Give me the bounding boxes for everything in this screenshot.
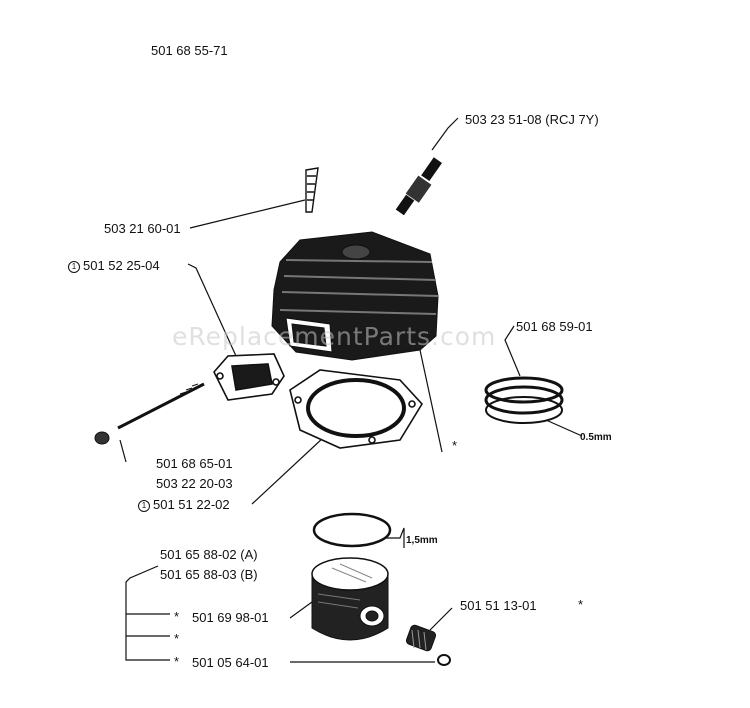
cylinder-screw [305, 167, 319, 213]
needle-bearing [405, 624, 437, 652]
nut [94, 431, 110, 445]
assembly-number: 501 68 55-71 [151, 43, 228, 58]
piston [311, 557, 389, 641]
ring-gap-leader [545, 419, 583, 437]
leader-stud [119, 439, 127, 463]
label-ring-set: 501 68 59-01 [516, 319, 593, 334]
label-spark-plug: 503 23 51-08 (RCJ 7Y) [465, 112, 599, 127]
leader-piston-pin [289, 601, 313, 619]
watermark: eReplacementParts.com [172, 322, 497, 351]
label-piston-pin: 501 69 98-01 [192, 610, 269, 625]
label-star-3: * [174, 654, 180, 669]
note-circle-icon: 1 [68, 261, 80, 273]
label-piston-b: 501 65 88-03 (B) [160, 567, 258, 582]
label-cylinder-asterisk: * [452, 438, 458, 453]
cylinder [271, 231, 439, 361]
label-screw: 503 21 60-01 [104, 221, 181, 236]
piston-ring-set [484, 376, 564, 424]
label-star-1: * [174, 609, 180, 624]
circlip [437, 654, 451, 666]
exhaust-gasket [213, 353, 285, 401]
leader-screw [189, 199, 306, 229]
label-circlip: 501 05 64-01 [192, 655, 269, 670]
label-bearing: 501 51 13-01 [460, 598, 537, 613]
cylinder-gasket [289, 369, 423, 449]
label-nut: 503 22 20-03 [156, 476, 233, 491]
stud-bolt [117, 382, 205, 430]
leader-ring-set [504, 325, 521, 377]
leader-spark-plug [431, 117, 459, 151]
bracket-piston [125, 565, 170, 661]
spark-plug [395, 157, 442, 216]
label-bearing-star: * [578, 597, 584, 612]
label-piston-a: 501 65 88-02 (A) [160, 547, 258, 562]
leader-exhaust-gasket [187, 263, 237, 357]
label-ring-width: 1,5mm [406, 535, 438, 546]
piston-ring [312, 512, 392, 548]
leader-bearing [429, 607, 453, 631]
leader-cylinder-asterisk [419, 349, 443, 453]
ring-width-leader [386, 527, 405, 548]
label-star-2: * [174, 631, 180, 646]
label-ring-gap: 0.5mm [580, 432, 612, 443]
note-circle-icon: 1 [138, 500, 150, 512]
label-stud: 501 68 65-01 [156, 456, 233, 471]
